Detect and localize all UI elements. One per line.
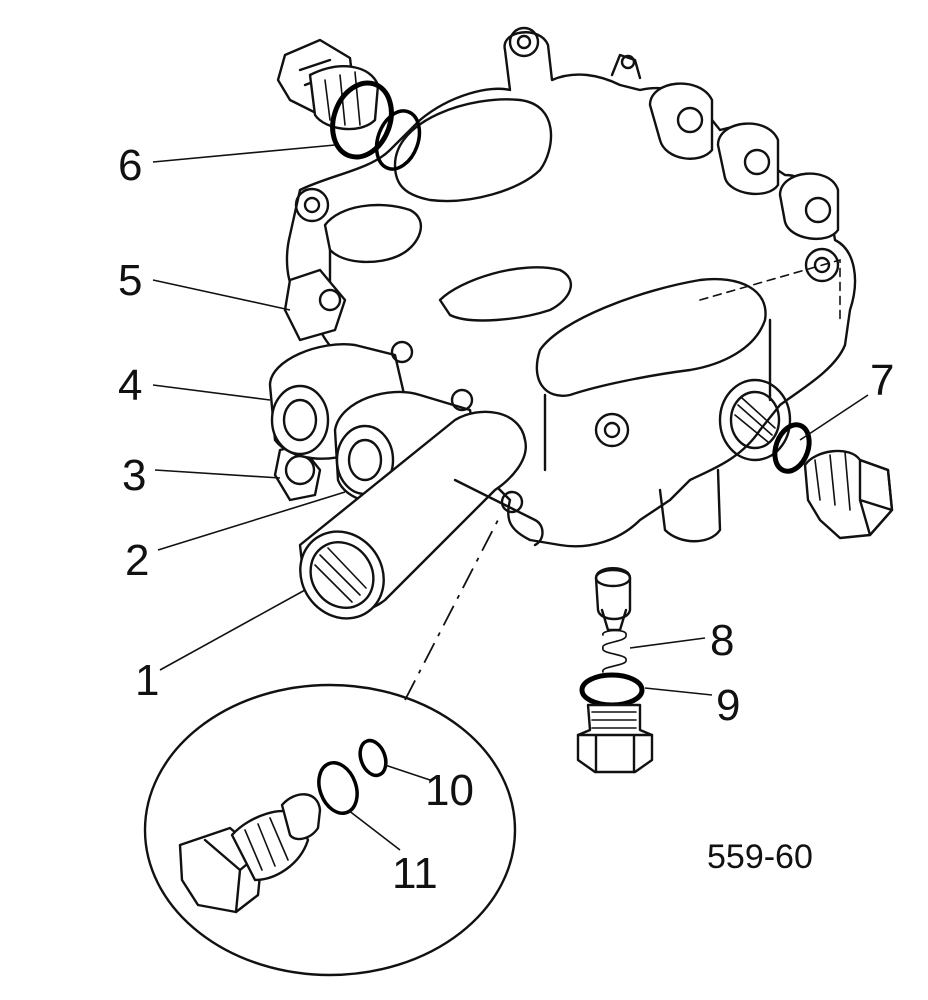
o-ring-7: [772, 422, 812, 474]
cartridge-1: [298, 410, 544, 620]
plug-7: [803, 449, 894, 540]
callout-4: 4: [118, 361, 142, 410]
cartridge-5: [283, 268, 347, 342]
o-ring-6b: [374, 109, 422, 171]
callout-3: 3: [122, 451, 146, 500]
relief-seat-plug: [576, 703, 654, 774]
callout-2: 2: [125, 536, 149, 585]
callout-5: 5: [118, 256, 142, 305]
detail-bubble: [143, 683, 517, 977]
callout-1: 1: [135, 656, 159, 705]
detail-leader: [404, 519, 499, 701]
spring-8: [602, 629, 627, 673]
callout-10: 10: [425, 766, 474, 815]
solenoid-lugs: [610, 53, 840, 240]
check-plug-detail: [178, 793, 322, 914]
callout-11: 11: [392, 849, 438, 898]
o-ring-6: [330, 80, 394, 160]
drawing-number: 559-60: [707, 838, 813, 876]
o-ring-9: [579, 672, 645, 708]
o-ring-10: [358, 738, 388, 778]
relief-poppet: [594, 567, 632, 632]
callout-9: 9: [716, 681, 740, 730]
callout-7: 7: [870, 356, 894, 405]
o-ring-11: [317, 761, 359, 815]
leader-lines: [152, 144, 869, 851]
callout-6: 6: [118, 141, 142, 190]
callout-8: 8: [710, 616, 734, 665]
